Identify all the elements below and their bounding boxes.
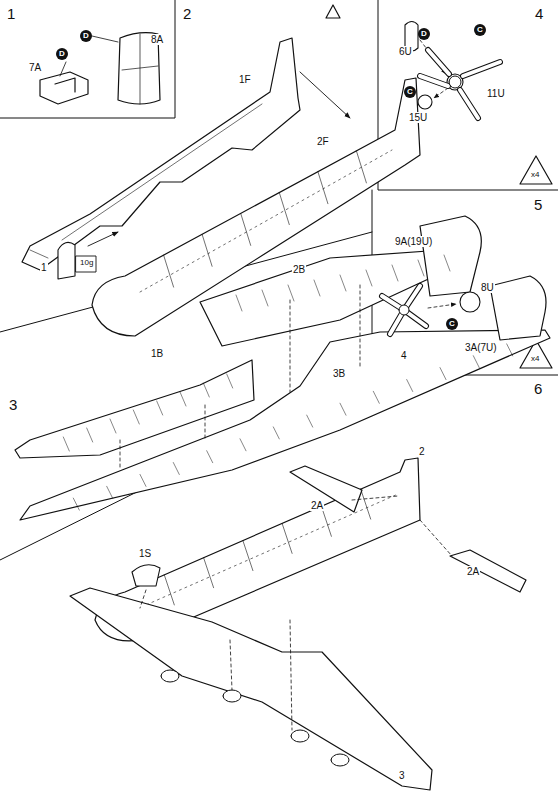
part-number: 7A (28, 62, 42, 73)
propeller-blade-face (463, 62, 500, 76)
glue-marker: D (56, 48, 68, 60)
wing (70, 588, 432, 790)
part-number: 2A (466, 566, 480, 577)
part-number: 6U (398, 46, 413, 57)
stabilizer (290, 466, 362, 512)
part-number: 4 (400, 350, 408, 361)
step-number: 2 (181, 5, 194, 22)
panel-border (0, 0, 175, 118)
propeller-blade (463, 62, 500, 76)
part-number: 9A(19U) (394, 236, 433, 247)
wing-rib (63, 374, 232, 451)
propeller-blade-face (420, 76, 448, 86)
propeller-blade-face (460, 90, 478, 118)
quantity-note: 10g (79, 259, 94, 268)
propeller-blade (428, 50, 449, 74)
bulkhead-part (58, 242, 75, 279)
seat-part (40, 72, 88, 104)
stabilizer (450, 550, 526, 592)
quantity-note: x4 (530, 171, 540, 180)
step-number: 1 (5, 5, 18, 22)
glue-marker: D (80, 30, 92, 42)
glue-marker: D (418, 28, 430, 40)
part-number: 15U (408, 112, 428, 123)
glue-marker: C (474, 24, 486, 36)
propeller-blade (420, 76, 448, 86)
warning-triangle (520, 156, 552, 184)
engine-nacelle (161, 670, 349, 766)
step-number: 4 (533, 5, 546, 22)
propeller-blade (460, 90, 478, 118)
wing-rib (73, 344, 512, 510)
quantity-note: x4 (530, 355, 540, 364)
part-number: 8U (480, 282, 495, 293)
warning-triangle (326, 5, 340, 18)
fuselage-windows (130, 494, 398, 612)
part-number: 2B (292, 264, 306, 275)
part-number: 11U (486, 88, 506, 99)
step-panel: 5 (532, 196, 545, 213)
step-panel: 3 (7, 396, 20, 413)
weight-icon (76, 256, 96, 272)
glue-marker: C (446, 318, 458, 330)
hub-part (399, 76, 461, 315)
part-number: 1B (150, 348, 164, 359)
part-number: 1S (138, 548, 152, 559)
hub-part (418, 95, 432, 109)
step-panel: 2 (181, 5, 194, 22)
step-number: 6 (532, 380, 545, 397)
step-number: 3 (7, 396, 20, 413)
glue-marker: C (404, 86, 416, 98)
nacelle-half (490, 276, 546, 340)
part-number: 1 (40, 262, 48, 273)
part-number: 3B (332, 368, 346, 379)
step-panel: 4 (533, 5, 546, 22)
wing-rib (236, 255, 450, 311)
part-number: 2A (310, 500, 324, 511)
fuselage-band (164, 151, 367, 287)
upper-wing-left (15, 360, 254, 458)
leader-line (92, 36, 118, 42)
fuselage-band (164, 489, 370, 605)
assembly-arrow (434, 88, 448, 98)
part-number: 2 (418, 446, 426, 457)
nacelle-half (420, 216, 481, 296)
step-panel: 1 (5, 5, 18, 22)
step-panel: 6 (532, 380, 545, 397)
part-number: 8A (150, 34, 164, 45)
assembly-arrow (428, 304, 456, 308)
assembly-guide (120, 285, 360, 470)
propeller-blade-face (428, 50, 449, 74)
leader-line (60, 62, 66, 76)
part-number: 3 (398, 770, 406, 781)
assembly-arrow (300, 72, 350, 118)
assembly-arrow (88, 232, 118, 246)
part-number: 3A(7U) (464, 342, 498, 353)
assembly-guide (140, 496, 452, 730)
canopy-part (132, 565, 160, 586)
part-number: 1F (238, 74, 252, 85)
step-number: 5 (532, 196, 545, 213)
backplate-part (460, 292, 480, 312)
part-number: 2F (316, 136, 330, 147)
